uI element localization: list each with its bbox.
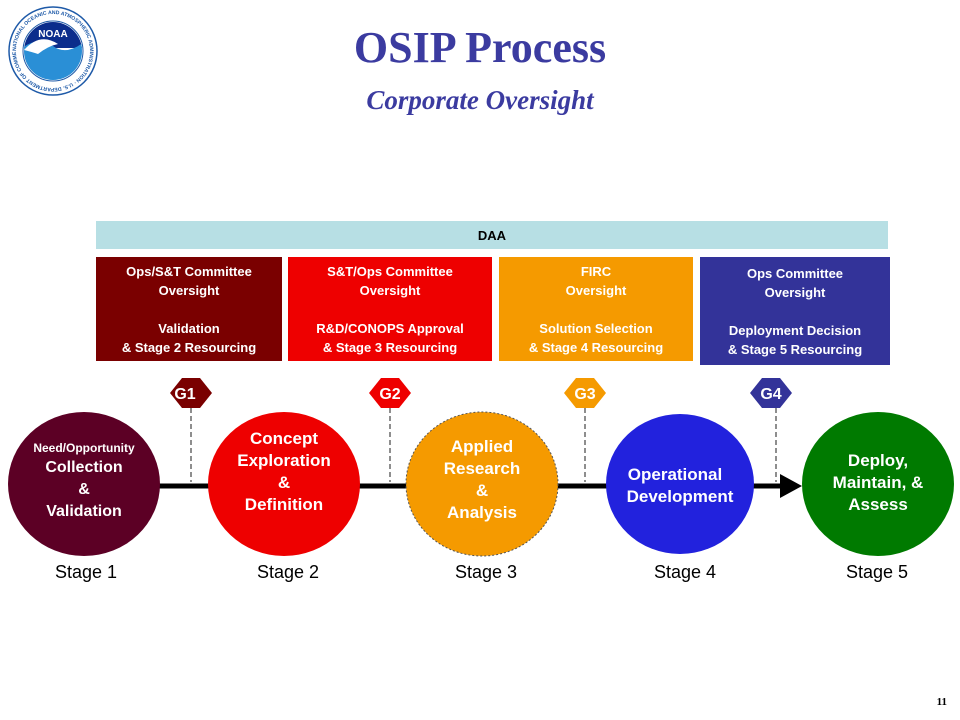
page-title: OSIP Process xyxy=(353,23,607,72)
stage-2-line1: Concept xyxy=(250,429,318,448)
stage-3-line3: & xyxy=(475,481,489,500)
committee-3-line4: & Stage 4 Resourcing xyxy=(528,340,664,355)
committee-4-line4: & Stage 5 Resourcing xyxy=(727,342,863,357)
committee-1-line2: Oversight xyxy=(158,283,220,298)
stage-3-line1: Applied xyxy=(450,437,514,456)
stage-1-line3: Validation xyxy=(46,503,122,520)
stage-3-line2: Research xyxy=(443,459,521,478)
committee-4-line2: Oversight xyxy=(764,285,826,300)
committee-3-line3: Solution Selection xyxy=(539,321,653,336)
gate-g4: G4 xyxy=(750,378,792,408)
stage-5-circle xyxy=(802,412,954,556)
committee-box-4: Ops Committee Oversight Deployment Decis… xyxy=(700,257,890,365)
committee-3-line2: Oversight xyxy=(565,283,627,298)
stage-4-label: Stage 4 xyxy=(653,562,717,582)
committee-2-line2: Oversight xyxy=(359,283,421,298)
committee-2-line1: S&T/Ops Committee xyxy=(327,264,453,279)
page-number: 11 xyxy=(936,696,947,708)
committee-box-3: FIRC Oversight Solution Selection & Stag… xyxy=(499,257,693,361)
committee-box-2: S&T/Ops Committee Oversight R&D/CONOPS A… xyxy=(288,257,492,361)
stage-2-circle xyxy=(208,412,360,556)
stage-2-line3: & xyxy=(277,473,291,492)
noaa-logo: NATIONAL OCEANIC AND ATMOSPHERIC ADMINIS… xyxy=(8,6,98,96)
stage-5-line1: Deploy, xyxy=(847,451,909,470)
gate-g3: G3 xyxy=(564,378,606,408)
page-subtitle: Corporate Oversight xyxy=(366,85,594,115)
stage-1-label: Stage 1 xyxy=(54,562,118,582)
stage-4-line2: Development xyxy=(626,487,734,506)
committee-4-line3: Deployment Decision xyxy=(728,323,862,338)
stage-1-line0: Need/Opportunity xyxy=(33,441,135,455)
gate-g1: G1 xyxy=(170,378,212,408)
stage-2-label: Stage 2 xyxy=(256,562,320,582)
committee-1-line1: Ops/S&T Committee xyxy=(126,264,252,279)
stage-5-line2: Maintain, & xyxy=(832,473,924,492)
stage-5-line3: Assess xyxy=(848,495,908,514)
gate-g3-label: G3 xyxy=(574,386,595,403)
stage-3-line4: Analysis xyxy=(447,503,517,522)
daa-bar: DAA xyxy=(96,221,888,249)
stage-3-label: Stage 3 xyxy=(454,562,518,582)
stage-1-line2: & xyxy=(78,481,90,498)
committee-4-line1: Ops Committee xyxy=(746,266,844,281)
stage-4-line1: Operational xyxy=(627,465,723,484)
stage-4-circle xyxy=(606,414,754,554)
stage-1-line1: Collection xyxy=(45,459,123,476)
logo-text: NOAA xyxy=(38,29,67,40)
stage-2-text: Concept Exploration & Definition xyxy=(214,428,354,516)
process-arrow-head xyxy=(780,474,802,498)
committee-2-line4: & Stage 3 Resourcing xyxy=(322,340,458,355)
stage-3-text: Applied Research & Analysis xyxy=(412,436,552,524)
gate-g1-label: G1 xyxy=(174,386,195,403)
stage-3-circle xyxy=(405,411,559,557)
stage-4-text: Operational Development xyxy=(608,464,752,508)
daa-label: DAA xyxy=(477,227,507,243)
stage-5-label: Stage 5 xyxy=(845,562,909,582)
stage-2-line2: Exploration xyxy=(237,451,331,470)
committee-box-1: Ops/S&T Committee Oversight Validation &… xyxy=(96,257,282,361)
stage-1-circle xyxy=(8,412,160,556)
committee-1-line4: & Stage 2 Resourcing xyxy=(121,340,257,355)
stage-2-line4: Definition xyxy=(244,495,324,514)
stage-1-text: Need/Opportunity Collection & Validation xyxy=(14,440,154,523)
committee-1-line3: Validation xyxy=(158,321,220,336)
gate-g2-label: G2 xyxy=(379,386,400,403)
committee-2-line3: R&D/CONOPS Approval xyxy=(316,321,464,336)
gate-g2: G2 xyxy=(369,378,411,408)
gate-g4-label: G4 xyxy=(760,386,781,403)
stage-5-text: Deploy, Maintain, & Assess xyxy=(806,450,950,516)
committee-3-line1: FIRC xyxy=(580,264,612,279)
